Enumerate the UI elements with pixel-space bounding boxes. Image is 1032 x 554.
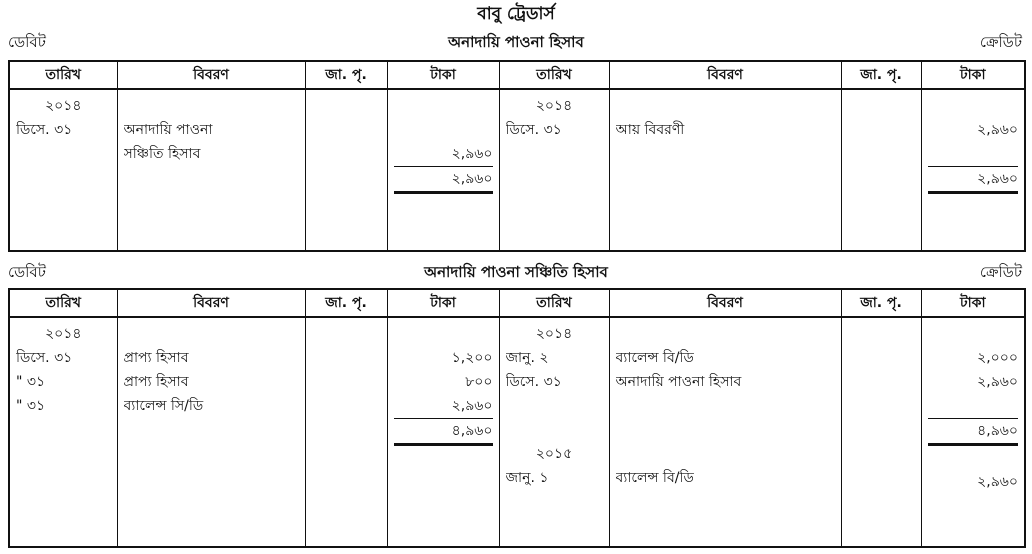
- col-date: তারিখ: [499, 289, 610, 318]
- total: ২,৯৬০: [393, 166, 493, 194]
- col-jp: জা. পৃ.: [841, 61, 922, 90]
- col-particulars: বিবরণ: [117, 289, 306, 318]
- credit-amount-cell: ২,০০০ ২,৯৬০ ৪,৯৬০ ২,৯৬০: [921, 317, 1025, 547]
- particular: আয় বিবরণী: [615, 122, 685, 138]
- particular: প্রাপ্য হিসাব: [123, 350, 189, 366]
- col-jp: জা. পৃ.: [305, 61, 388, 90]
- debit-date-cell: ২০১৪ ডিসে. ৩১: [9, 89, 118, 251]
- year: ২০১৪: [535, 98, 573, 114]
- date: " ৩১: [16, 374, 46, 390]
- particular: ব্যালেন্স সি/ডি: [123, 398, 204, 414]
- credit-label: ক্রেডিট: [979, 33, 1022, 51]
- particular: অনাদায়ি পাওনা হিসাব: [615, 374, 742, 390]
- credit-jp-cell: [841, 89, 922, 251]
- col-particulars: বিবরণ: [117, 61, 306, 90]
- col-jp: জা. পৃ.: [841, 289, 922, 318]
- amount: ২,৯৬০: [977, 122, 1018, 138]
- debit-jp-cell: [305, 317, 388, 547]
- ledger-title: অনাদায়ি পাওনা সঞ্চিতি হিসাব: [424, 263, 608, 281]
- credit-particulars-cell: আয় বিবরণী: [609, 89, 842, 251]
- ledger-table: তারিখ বিবরণ জা. পৃ. টাকা তারিখ বিবরণ জা.…: [8, 288, 1026, 548]
- particular: প্রাপ্য হিসাব: [123, 374, 189, 390]
- year: ২০১৪: [45, 98, 82, 114]
- table-row: ২০১৪ ডিসে. ৩১ " ৩১ " ৩১ প্রাপ্য হিসাব প্…: [9, 317, 1025, 547]
- date: " ৩১: [16, 398, 46, 414]
- debit-amount-cell: ২,৯৬০ ২,৯৬০: [387, 89, 500, 251]
- date: জানু. ১: [505, 470, 549, 486]
- col-date: তারিখ: [9, 61, 118, 90]
- debit-jp-cell: [305, 89, 388, 251]
- ledger-title: অনাদায়ি পাওনা হিসাব: [448, 33, 584, 51]
- col-particulars: বিবরণ: [609, 61, 842, 90]
- credit-date-cell: ২০১৪ জানু. ২ ডিসে. ৩১ ২০১৫ জানু. ১: [499, 317, 610, 547]
- credit-jp-cell: [841, 317, 922, 547]
- debit-particulars-cell: অনাদায়ি পাওনা সঞ্চিতি হিসাব: [117, 89, 306, 251]
- amount: ১,২০০: [451, 350, 493, 366]
- header-row: তারিখ বিবরণ জা. পৃ. টাকা তারিখ বিবরণ জা.…: [9, 289, 1025, 318]
- year: ২০১৪: [45, 326, 82, 342]
- page-title: বাবু ট্রেডার্স: [477, 4, 555, 24]
- amount: ২,০০০: [977, 350, 1018, 366]
- ledger-provision: ডেবিট অনাদায়ি পাওনা সঞ্চিতি হিসাব ক্রেড…: [0, 260, 1032, 550]
- ledger-table: তারিখ বিবরণ জা. পৃ. টাকা তারিখ বিবরণ জা.…: [8, 60, 1026, 252]
- credit-date-cell: ২০১৪ ডিসে. ৩১: [499, 89, 610, 251]
- date: ডিসে. ৩১: [505, 122, 562, 138]
- debit-label: ডেবিট: [8, 33, 46, 51]
- col-particulars: বিবরণ: [609, 289, 842, 318]
- date: জানু. ২: [505, 350, 549, 366]
- header-row: তারিখ বিবরণ জা. পৃ. টাকা তারিখ বিবরণ জা.…: [9, 61, 1025, 90]
- date: ডিসে. ৩১: [16, 350, 73, 366]
- debit-amount-cell: ১,২০০ ৮০০ ২,৯৬০ ৪,৯৬০: [387, 317, 500, 547]
- particular: ব্যালেন্স বি/ডি: [615, 470, 694, 486]
- date: ডিসে. ৩১: [505, 374, 562, 390]
- amount: ২,৯৬০: [451, 398, 493, 414]
- particular: সঞ্চিতি হিসাব: [123, 146, 201, 162]
- date: ডিসে. ৩১: [16, 122, 73, 138]
- total: ২,৯৬০: [927, 166, 1018, 194]
- year: ২০১৪: [535, 326, 573, 342]
- col-date: তারিখ: [499, 61, 610, 90]
- amount: ২,৯৬০: [977, 374, 1018, 390]
- col-jp: জা. পৃ.: [305, 289, 388, 318]
- particular: অনাদায়ি পাওনা: [123, 122, 213, 138]
- debit-date-cell: ২০১৪ ডিসে. ৩১ " ৩১ " ৩১: [9, 317, 118, 547]
- amount: ২,৯৬০: [977, 474, 1018, 490]
- debit-label: ডেবিট: [8, 263, 46, 281]
- col-amount: টাকা: [387, 289, 500, 318]
- debit-particulars-cell: প্রাপ্য হিসাব প্রাপ্য হিসাব ব্যালেন্স সি…: [117, 317, 306, 547]
- year: ২০১৫: [535, 446, 573, 462]
- total: ৪,৯৬০: [927, 418, 1018, 446]
- col-amount: টাকা: [921, 289, 1025, 318]
- credit-amount-cell: ২,৯৬০ ২,৯৬০: [921, 89, 1025, 251]
- col-amount: টাকা: [387, 61, 500, 90]
- total: ৪,৯৬০: [393, 418, 493, 446]
- table-row: ২০১৪ ডিসে. ৩১ অনাদায়ি পাওনা সঞ্চিতি হিস…: [9, 89, 1025, 251]
- credit-particulars-cell: ব্যালেন্স বি/ডি অনাদায়ি পাওনা হিসাব ব্য…: [609, 317, 842, 547]
- ledger-receivable: ডেবিট অনাদায়ি পাওনা হিসাব ক্রেডিট তারিখ…: [0, 30, 1032, 256]
- col-date: তারিখ: [9, 289, 118, 318]
- col-amount: টাকা: [921, 61, 1025, 90]
- amount: ২,৯৬০: [451, 146, 493, 162]
- credit-label: ক্রেডিট: [979, 263, 1022, 281]
- amount: ৮০০: [465, 374, 493, 390]
- particular: ব্যালেন্স বি/ডি: [615, 350, 694, 366]
